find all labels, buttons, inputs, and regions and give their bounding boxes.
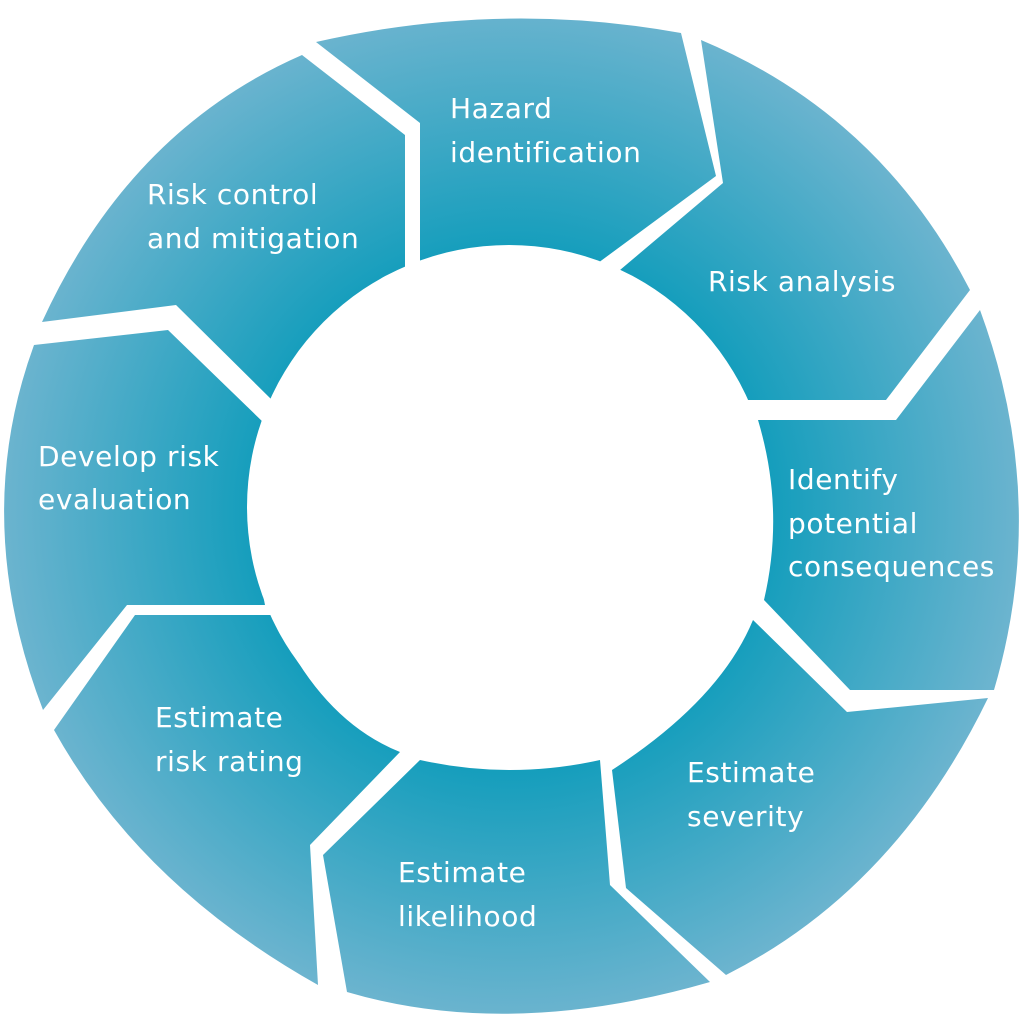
- segment-estimate-likelihood: [323, 760, 710, 1014]
- step-label-estimate-likelihood: Estimate likelihood: [398, 856, 537, 933]
- cycle-labels: Hazard identification Risk analysis Iden…: [38, 92, 995, 933]
- segment-develop-risk-evaluation: [4, 330, 265, 710]
- segment-estimate-risk-rating: [54, 615, 400, 985]
- step-label-identify-consequences: Identify potential consequences: [788, 463, 995, 583]
- step-label-estimate-severity: Estimate severity: [687, 756, 825, 833]
- segment-estimate-severity: [612, 620, 988, 975]
- segment-identify-consequences: [758, 310, 1019, 690]
- cycle-segments: [4, 18, 1019, 1014]
- cycle-center-hole: [247, 245, 771, 769]
- step-label-hazard-identification: Hazard identification: [450, 92, 642, 169]
- step-label-estimate-risk-rating: Estimate risk rating: [155, 701, 304, 778]
- step-label-develop-risk-evaluation: Develop risk evaluation: [38, 440, 229, 516]
- segment-hazard-identification: [316, 18, 716, 266]
- step-label-risk-control: Risk control and mitigation: [147, 178, 359, 255]
- segment-risk-control: [42, 55, 405, 400]
- segment-risk-analysis: [620, 40, 970, 400]
- step-label-risk-analysis: Risk analysis: [708, 265, 896, 298]
